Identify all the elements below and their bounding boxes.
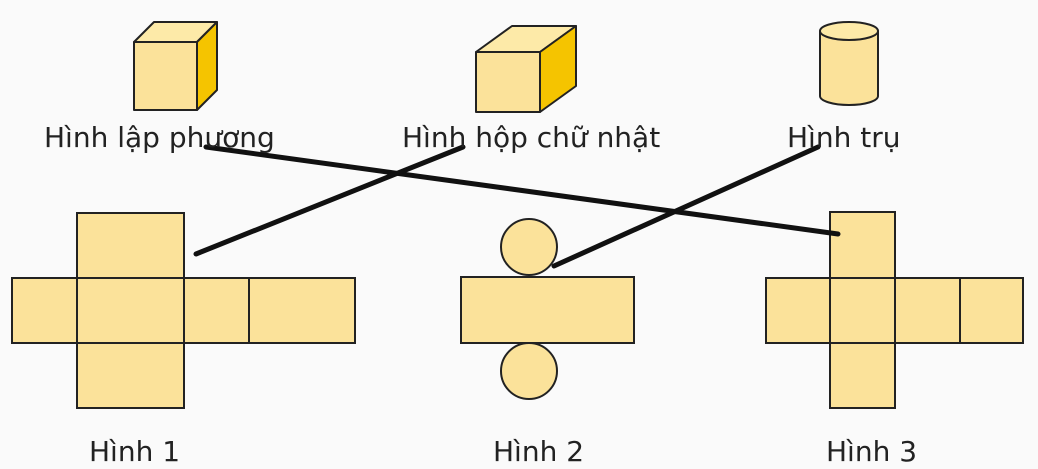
net-3-back-face: [959, 277, 1024, 344]
net-2-top-circle: [500, 218, 558, 276]
net-2-label: Hình 2: [493, 435, 585, 468]
cylinder-solid: [819, 21, 879, 106]
cylinder-body: [819, 31, 879, 106]
net-1-top-face: [76, 212, 185, 279]
net-1-label: Hình 1: [89, 435, 181, 468]
cube-label: Hình lập phương: [44, 121, 275, 154]
box-solid: [475, 25, 577, 113]
net-1-left-face: [11, 277, 78, 344]
net-2-shape: [460, 218, 635, 400]
net-1-bottom-face: [76, 342, 185, 409]
cube-front-face: [133, 41, 198, 111]
net-3-left-face: [765, 277, 831, 344]
cylinder-label: Hình trụ: [787, 121, 901, 154]
match-line-cube-to-net-3: [203, 144, 841, 237]
net-1-right-face: [183, 277, 250, 344]
net-1-back-face: [248, 277, 356, 344]
net-2-bottom-circle: [500, 342, 558, 400]
match-line-box-to-net-1: [193, 144, 466, 257]
net-3-right-face: [894, 277, 961, 344]
cylinder-top: [819, 21, 879, 41]
net-2-lateral-face: [460, 276, 635, 344]
net-1-shape: [11, 212, 356, 409]
net-3-center-face: [829, 277, 896, 344]
net-3-top-face: [829, 211, 896, 279]
cube-solid: [133, 21, 218, 111]
net-1-center-face: [76, 277, 185, 344]
box-label: Hình hộp chữ nhật: [402, 121, 661, 154]
matching-lines: [193, 144, 841, 269]
net-3-label: Hình 3: [826, 435, 918, 468]
net-3-bottom-face: [829, 342, 896, 409]
net-3-shape: [765, 211, 1024, 409]
box-front-face: [475, 51, 541, 113]
match-line-cylinder-to-net-2: [551, 144, 821, 269]
